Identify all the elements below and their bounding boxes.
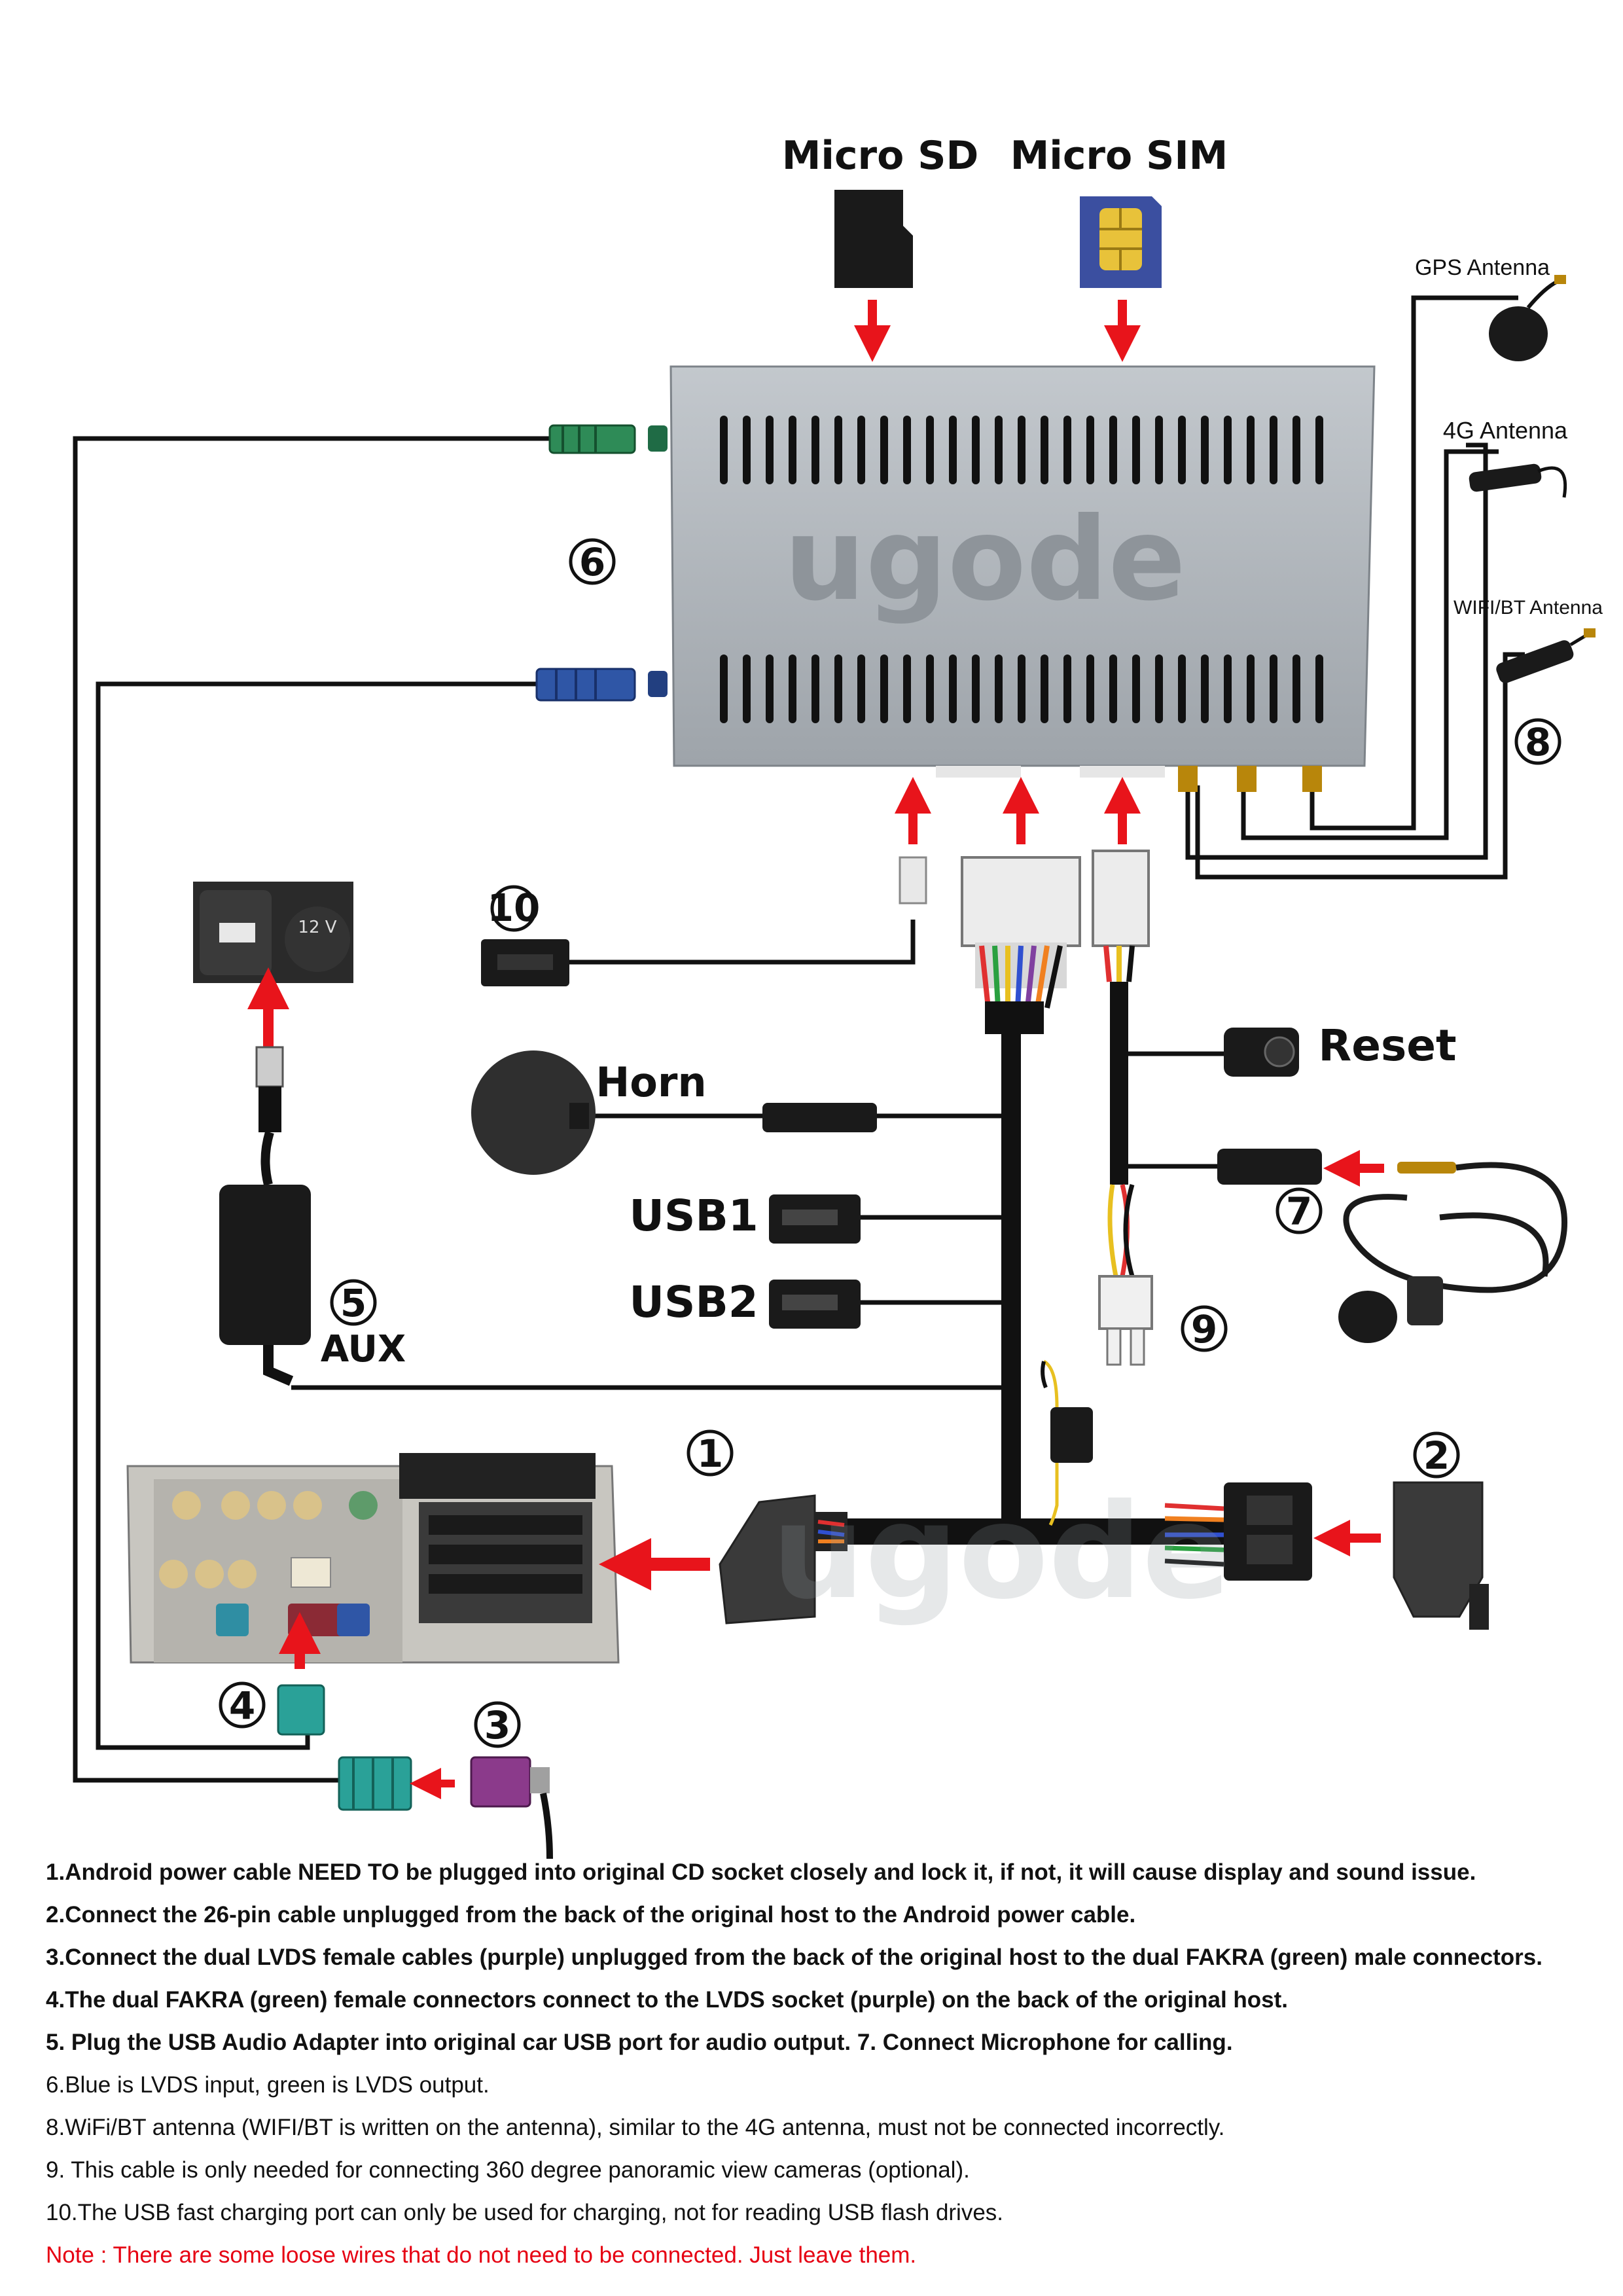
lvds-purple-connector xyxy=(470,1756,553,1859)
callout-8: 8 xyxy=(1514,718,1561,765)
usb2-label: USB2 xyxy=(629,1277,758,1327)
svg-text:2: 2 xyxy=(1423,1433,1450,1478)
callout-2: 2 xyxy=(1413,1431,1460,1479)
reset-label: Reset xyxy=(1318,1020,1456,1071)
svg-text:3: 3 xyxy=(484,1703,510,1748)
car-usb-port: 12 V xyxy=(193,882,353,983)
micro-sim-label: Micro SIM xyxy=(1010,133,1228,179)
note-9: 9. This cable is only needed for connect… xyxy=(46,2157,970,2183)
note-6: 6.Blue is LVDS input, green is LVDS outp… xyxy=(46,2072,490,2098)
svg-text:8: 8 xyxy=(1525,720,1551,764)
usb-charge-plug xyxy=(899,856,927,905)
microphone xyxy=(1338,1162,1568,1343)
usb1-connector: USB1 xyxy=(629,1191,861,1244)
callout-1: 1 xyxy=(687,1429,734,1477)
diagram-watermark: ugode xyxy=(772,1476,1231,1628)
aux-label: AUX xyxy=(321,1328,406,1371)
note-3: 3.Connect the dual LVDS female cables (p… xyxy=(46,1945,1543,1970)
fakra-female-connector xyxy=(277,1684,412,1811)
callout-3: 3 xyxy=(474,1701,521,1748)
micro-sd-card: Micro SD xyxy=(782,133,979,362)
wifi-bt-antenna: WIFI/BT Antenna xyxy=(1454,597,1603,683)
port-text: 12 V xyxy=(298,918,336,937)
fakra-input-blue xyxy=(535,668,636,702)
horn-label: Horn xyxy=(596,1058,706,1106)
horn-speaker: Horn xyxy=(471,1050,877,1175)
gps-antenna-label: GPS Antenna xyxy=(1415,255,1550,280)
main-harness-connector xyxy=(961,856,1081,1034)
fakra-output-green xyxy=(548,424,636,454)
mic-jack xyxy=(1217,1149,1322,1185)
note-10: 10.The USB fast charging port can only b… xyxy=(46,2200,1004,2225)
usb-charge-female xyxy=(481,939,569,986)
antenna-4g-label: 4G Antenna xyxy=(1443,417,1568,444)
svg-text:9: 9 xyxy=(1191,1307,1217,1352)
sma-antenna-ports xyxy=(1178,766,1322,792)
arrows-into-box xyxy=(895,777,1141,844)
usb1-label: USB1 xyxy=(629,1191,758,1241)
usb-audio-adapter xyxy=(219,1046,311,1386)
vent-slots-top xyxy=(720,416,1323,484)
vent-slots-bottom xyxy=(720,655,1323,723)
callout-9: 9 xyxy=(1181,1305,1228,1352)
gps-antenna: GPS Antenna xyxy=(1415,255,1566,361)
svg-text:1: 1 xyxy=(697,1431,723,1476)
svg-text:5: 5 xyxy=(340,1281,366,1325)
camera-harness-connector xyxy=(1092,850,1150,982)
fuse-holder xyxy=(1041,1359,1093,1526)
wifi-bt-antenna-label: WIFI/BT Antenna xyxy=(1454,597,1603,619)
callout-7: 7 xyxy=(1275,1187,1323,1234)
svg-text:6: 6 xyxy=(579,540,605,584)
reset-button: Reset xyxy=(1224,1020,1457,1077)
micro-sd-label: Micro SD xyxy=(782,133,979,179)
callout-5: 5 xyxy=(330,1279,377,1326)
original-26pin-plug xyxy=(1393,1481,1489,1630)
antenna-4g: 4G Antenna xyxy=(1443,417,1568,498)
camera-cable xyxy=(1098,1184,1153,1366)
wiring-diagram: Micro SD Micro SIM xyxy=(73,133,1603,1859)
micro-sim-card: Micro SIM xyxy=(1010,133,1228,362)
power-cable-plug xyxy=(719,1494,847,1624)
usb2-connector: USB2 xyxy=(629,1277,861,1329)
note-2: 2.Connect the 26-pin cable unplugged fro… xyxy=(46,1902,1136,1928)
cable-lines xyxy=(73,295,1525,1783)
callout-10: 10 xyxy=(488,885,541,932)
note-4: 4.The dual FAKRA (green) female connecto… xyxy=(46,1987,1289,2013)
svg-text:10: 10 xyxy=(488,886,541,930)
original-host-unit xyxy=(126,1453,620,1664)
svg-text:4: 4 xyxy=(229,1683,255,1728)
android-box: ugode xyxy=(648,365,1376,792)
harness-26pin-connector xyxy=(1164,1482,1312,1581)
note-5: 5. Plug the USB Audio Adapter into origi… xyxy=(46,2030,1233,2055)
callout-4: 4 xyxy=(219,1681,266,1729)
note-loose-wires: Note : There are some loose wires that d… xyxy=(46,2242,917,2268)
instruction-notes: 1.Android power cable NEED TO be plugged… xyxy=(46,1851,1590,2276)
callout-6: 6 xyxy=(569,538,616,585)
box-watermark: ugode xyxy=(784,493,1186,626)
note-1: 1.Android power cable NEED TO be plugged… xyxy=(46,1859,1476,1885)
note-8: 8.WiFi/BT antenna (WIFI/BT is written on… xyxy=(46,2115,1225,2140)
svg-text:7: 7 xyxy=(1286,1189,1312,1234)
